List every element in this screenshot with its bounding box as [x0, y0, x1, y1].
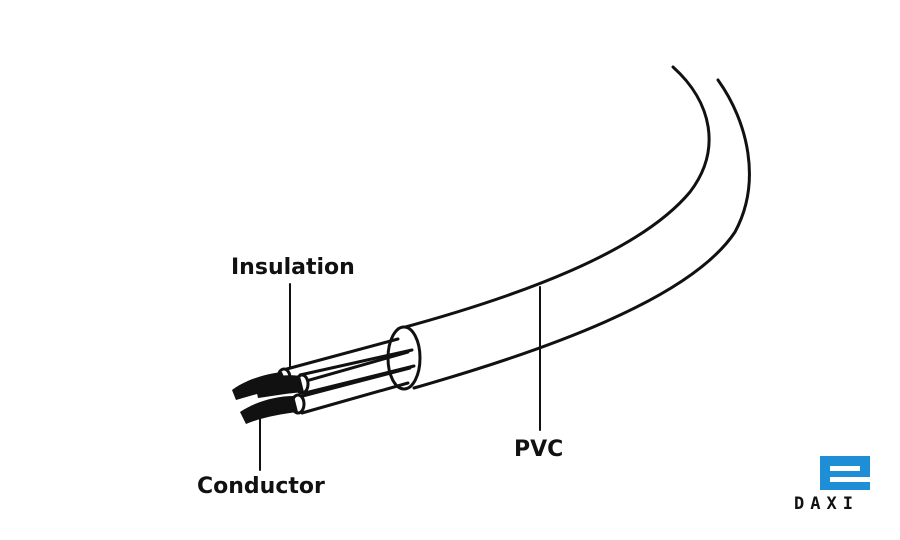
insulated-wire-bottom	[293, 366, 412, 415]
daxi-logo-text: DAXI	[794, 494, 859, 514]
pvc-label: PVC	[514, 437, 564, 462]
pvc-jacket-end	[386, 325, 422, 391]
conductor-strands	[232, 372, 304, 424]
insulated-wire-top	[281, 337, 410, 387]
pvc-jacket-bottom-edge	[412, 78, 751, 390]
daxi-logo-mark	[820, 456, 870, 490]
insulation-label: Insulation	[231, 255, 355, 280]
pvc-jacket-top-edge	[396, 65, 711, 331]
conductor-label: Conductor	[197, 474, 325, 499]
